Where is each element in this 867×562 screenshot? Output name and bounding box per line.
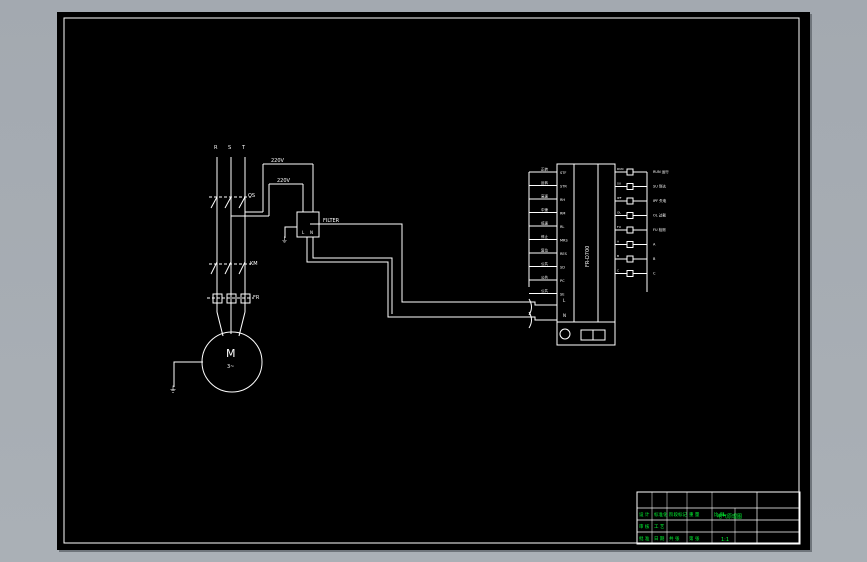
- contactor-label: KM: [250, 261, 258, 267]
- right-terminal-label: SU: [617, 182, 621, 186]
- relay-coil-icon: [626, 183, 634, 190]
- left-signal-label: 复位: [541, 248, 549, 253]
- phase-label-t: T: [241, 145, 246, 151]
- supply-phases: [207, 157, 314, 337]
- motor: M 3~ ⏚: [169, 331, 263, 394]
- title-block-frame: [636, 491, 801, 545]
- phase-label-r: R: [214, 145, 218, 151]
- inverter-knob-icon: [559, 328, 571, 340]
- left-terminal-label: SE: [560, 293, 564, 297]
- left-terminal-label: PC: [560, 279, 565, 283]
- title-block-cell: 阶段标记: [669, 511, 687, 518]
- inverter-right-terminals: RUN 运行 RUN SU 到达 SU IPF 失电 IPF OL 过载 OL FU 检测 FU A…: [615, 167, 669, 277]
- relay-coil-icon: [626, 226, 634, 234]
- title-block-scale: 1:1: [721, 537, 729, 543]
- left-signal-label: 公共: [541, 261, 549, 266]
- title-block-cell: 第 张: [689, 535, 700, 542]
- title-block-cell: 批 准: [639, 535, 650, 542]
- left-signal-label: 停止: [541, 234, 549, 239]
- title-block-cell: 日 期: [654, 536, 665, 542]
- filter-label: FILTER: [323, 218, 340, 224]
- overload-label: FR: [253, 295, 260, 301]
- right-terminal-label: RUN: [617, 167, 624, 171]
- left-signal-label: 高速: [541, 194, 549, 199]
- schematic-canvas: R S T QS KM FR 220V 220V M 3~ ⏚ FILTER: [63, 17, 801, 545]
- title-block-cell: 比 例: [714, 511, 725, 518]
- right-signal-label: C: [653, 272, 656, 276]
- feed-label-1: 220V: [271, 158, 285, 164]
- left-signal-label: 公共: [541, 275, 549, 280]
- left-terminal-label: RH: [560, 198, 565, 202]
- relay-coil-icon: [626, 270, 634, 277]
- filter-block: FILTER L N ⏚: [281, 211, 340, 244]
- title-block-cell: 设 计: [639, 511, 650, 518]
- title-block-cell: 审 核: [639, 523, 650, 530]
- left-signal-label: 正转: [541, 167, 549, 172]
- relay-coil-icon: [626, 212, 634, 219]
- inverter-body: [556, 163, 616, 346]
- title-block-cell: 重 量: [689, 511, 700, 518]
- inverter-model-label: FR-D700: [585, 246, 591, 267]
- feed-label-2: 220V: [277, 178, 291, 184]
- supply-labels: R S T QS KM FR 220V 220V: [214, 145, 291, 301]
- inverter: FR-D700 L N 正转 STF 反转 STR 高速 RH 中速 RM 低速 RL 停止 MRS 复…: [528, 163, 669, 346]
- relay-coil-icon: [626, 255, 634, 263]
- left-signal-label: 低速: [541, 221, 549, 226]
- left-signal-label: 公共: [541, 288, 549, 293]
- right-terminal-label: OL: [617, 211, 621, 215]
- motor-ground-wire: [173, 361, 203, 387]
- left-terminal-label: RM: [560, 212, 565, 216]
- right-signal-label: OL 过载: [653, 213, 666, 218]
- right-signal-label: B: [653, 257, 656, 261]
- title-block-cell: 标准化: [654, 511, 668, 518]
- filter-ground-icon: ⏚: [281, 236, 288, 244]
- breaker-label: QS: [248, 193, 255, 199]
- motor-ground-icon: ⏚: [169, 385, 177, 394]
- phase-label-s: S: [228, 145, 231, 151]
- inverter-left-terminals: 正转 STF 反转 STR 高速 RH 中速 RM 低速 RL 停止 MRS 复位 RES 公共 SD 公共 PC…: [529, 167, 568, 297]
- right-terminal-label: FU: [617, 225, 621, 229]
- left-terminal-label: MRS: [560, 239, 568, 243]
- filter-terminal-n: N: [310, 230, 313, 235]
- right-terminal-label: A: [617, 240, 620, 244]
- filter-to-inverter-cable: [306, 223, 557, 329]
- right-signal-label: SU 到达: [653, 184, 666, 189]
- right-signal-label: FU 检测: [653, 227, 666, 232]
- left-terminal-label: STF: [560, 171, 566, 175]
- title-block-cell: 工 艺: [654, 524, 665, 530]
- inverter-input-n: N: [563, 313, 566, 318]
- left-signal-label: 反转: [541, 180, 549, 185]
- relay-coil-icon: [626, 168, 634, 176]
- right-terminal-label: C: [617, 269, 619, 273]
- relay-coil-icon: [626, 197, 634, 205]
- motor-label: M: [226, 347, 236, 360]
- filter-terminal-l: L: [302, 230, 305, 235]
- left-terminal-label: STR: [560, 185, 567, 189]
- title-block: 设 计标准化阶段标记重 量 比 例审 核工 艺批 准日 期共 张 第 张 电气原理图…: [636, 491, 801, 545]
- inverter-input-l: L: [563, 298, 566, 303]
- title-block-drawing-title: 电气原理图: [717, 513, 742, 520]
- left-signal-label: 中速: [541, 207, 549, 212]
- right-signal-label: IPF 失电: [653, 198, 667, 203]
- right-signal-label: A: [653, 243, 656, 247]
- title-block-cell: 共 张: [669, 535, 680, 542]
- relay-coil-icon: [626, 241, 634, 248]
- left-terminal-label: RL: [560, 225, 564, 229]
- inner-border: [63, 17, 800, 544]
- right-signal-label: RUN 运行: [653, 169, 669, 174]
- left-terminal-label: SD: [560, 266, 565, 270]
- motor-sub-label: 3~: [227, 364, 234, 370]
- drawing-sheet[interactable]: R S T QS KM FR 220V 220V M 3~ ⏚ FILTER: [57, 12, 810, 550]
- left-terminal-label: RES: [560, 252, 568, 256]
- right-terminal-label: B: [617, 254, 619, 258]
- motor-circle: [201, 331, 263, 393]
- right-terminal-label: IPF: [617, 196, 622, 200]
